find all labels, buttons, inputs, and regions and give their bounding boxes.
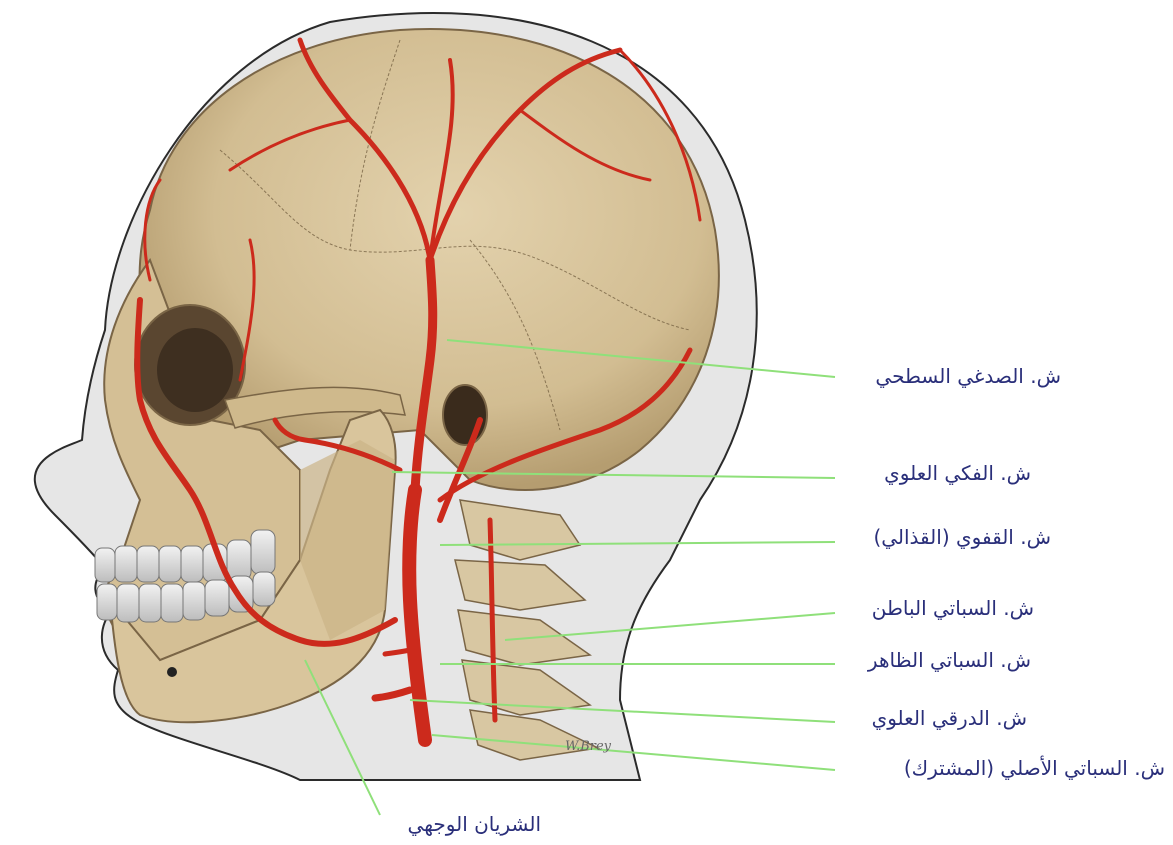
label-occipital-artery: ش. القفوي (القذالي) — [873, 525, 1051, 549]
ear-canal — [443, 385, 487, 445]
label-facial-artery: الشريان الوجهي — [408, 812, 541, 836]
label-external-carotid-artery: ش. السباتي الظاهر — [868, 648, 1031, 672]
label-common-carotid-artery: ش. السباتي الأصلي (المشترك) — [904, 756, 1165, 780]
label-maxillary-artery: ش. الفكي العلوي — [884, 461, 1031, 485]
label-internal-carotid-artery: ش. السباتي الباطن — [872, 596, 1034, 620]
label-superficial-temporal-artery: ش. الصدغي السطحي — [875, 364, 1061, 388]
artist-signature: W.Brey — [565, 739, 612, 754]
label-superior-thyroid-artery: ش. الدرقي العلوي — [872, 706, 1027, 730]
